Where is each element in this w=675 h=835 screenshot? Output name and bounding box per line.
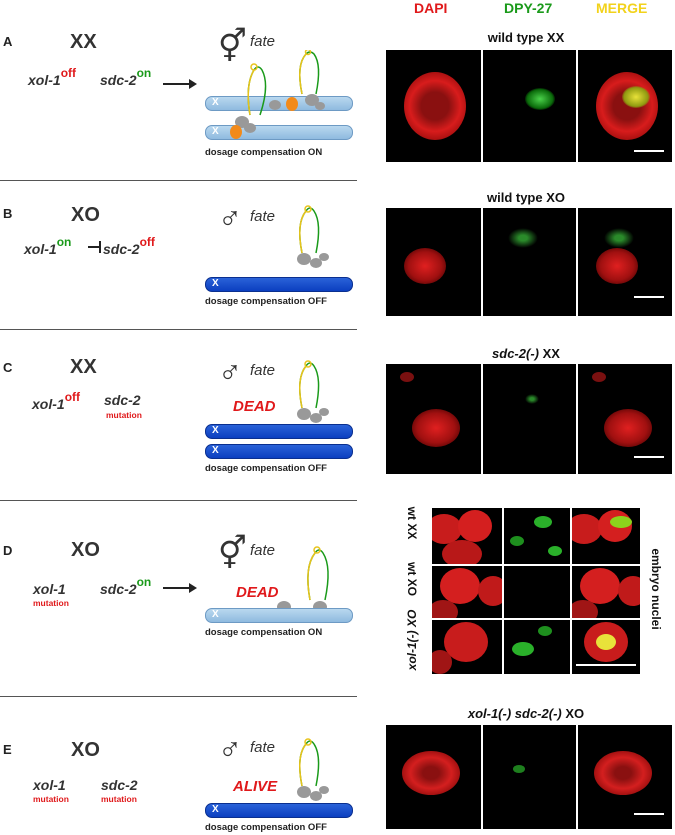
dapi-image [386,208,481,316]
dosage-compensation-complex-icon [230,50,325,139]
x-chromosome: X [205,125,353,140]
dosage-compensation-status: dosage compensation ON [205,147,323,158]
dapi-header: DAPI [414,0,448,16]
image-title: wild type XX [487,30,565,45]
arrow-icon [163,79,197,89]
dapi-image [386,725,481,829]
gene-xol1: xol-1 [33,581,66,597]
merge-image [578,725,672,829]
dapi-image [432,566,502,618]
genotype: XO [71,739,100,761]
gene-sdc2: sdc-2off [103,235,155,257]
inhibition-icon [88,241,101,253]
separator [0,180,357,181]
x-chromosome: X [205,803,353,818]
dapi-image [432,508,502,564]
row-label: wt XX [405,506,419,540]
image-title: wild type XO [486,190,565,205]
x-chromosome: X [205,424,353,439]
status-label: ALIVE [233,778,278,795]
gene-sdc2: sdc-2 [101,777,138,793]
male-icon: ♂ [218,354,242,390]
dosage-compensation-status: dosage compensation OFF [205,822,327,833]
fate-label: fate [250,33,276,50]
status-label: DEAD [236,584,279,601]
male-icon: ♂ [218,200,242,236]
fate-label: fate [250,362,276,379]
gene-sdc2: sdc-2on [100,575,152,597]
merge-image [572,620,640,674]
hermaphrodite-icon: ⚥ [218,535,247,571]
dapi-image [386,364,481,474]
genotype: XX [70,356,97,378]
dapi-image [386,50,481,162]
dpy27-header: DPY-27 [504,0,553,16]
genotype: XO [71,204,100,226]
dpy27-image [504,508,570,564]
gene-xol1: xol-1 [33,777,66,793]
male-icon: ♂ [218,731,242,767]
genotype: XO [71,539,100,561]
fate-label: fate [250,542,276,559]
row-label: xol-1(-) XO [405,609,419,671]
separator [0,500,357,501]
embryo-nuclei-label: embryo nuclei [649,548,663,630]
x-chromosome: X [205,444,353,459]
panel-label: C [3,360,13,375]
dosage-compensation-status: dosage compensation ON [205,627,323,638]
dpy27-image [483,725,576,829]
image-title: xol-1(-) sdc-2(-) XO [467,706,585,721]
fate-label: fate [250,208,276,225]
gene-xol1: xol-1on [24,235,72,257]
image-title: sdc-2(-) XX [492,346,560,361]
arrow-icon [163,583,197,593]
dpy27-image [483,208,576,316]
mutation-label: mutation [106,410,142,420]
merge-image [578,208,672,316]
merge-image [572,508,640,564]
mutation-label: mutation [33,794,69,804]
dapi-image [432,620,502,674]
merge-image [578,50,672,162]
row-label: wt XO [405,561,419,596]
gene-xol1: xol-1off [28,66,77,88]
panel-label: B [3,206,13,221]
complex-icon [297,205,329,268]
fate-label: fate [250,739,276,756]
dosage-compensation-status: dosage compensation OFF [205,296,327,307]
panel-label: A [3,34,13,49]
status-label: DEAD [233,398,276,415]
dpy27-image [483,50,576,162]
gene-sdc2: sdc-2 [104,392,141,408]
mutation-label: mutation [33,598,69,608]
x-chromosome: X [205,277,353,292]
panel-label: E [3,742,12,757]
gene-sdc2: sdc-2on [100,66,152,88]
dpy27-image [504,566,570,618]
x-chromosome: X [205,608,353,623]
panel-label: D [3,543,13,558]
gene-xol1: xol-1off [32,390,81,412]
complex-icon [297,738,329,801]
merge-header: MERGE [596,0,648,16]
separator [0,329,357,330]
hermaphrodite-icon: ⚥ [218,28,247,64]
dpy27-image [483,364,576,474]
dpy27-image [504,620,570,674]
dosage-compensation-status: dosage compensation OFF [205,463,327,474]
merge-image [572,566,640,618]
mutation-label: mutation [101,794,137,804]
complex-icon [297,360,329,423]
merge-image [578,364,672,474]
genotype: XX [70,31,97,53]
separator [0,696,357,697]
